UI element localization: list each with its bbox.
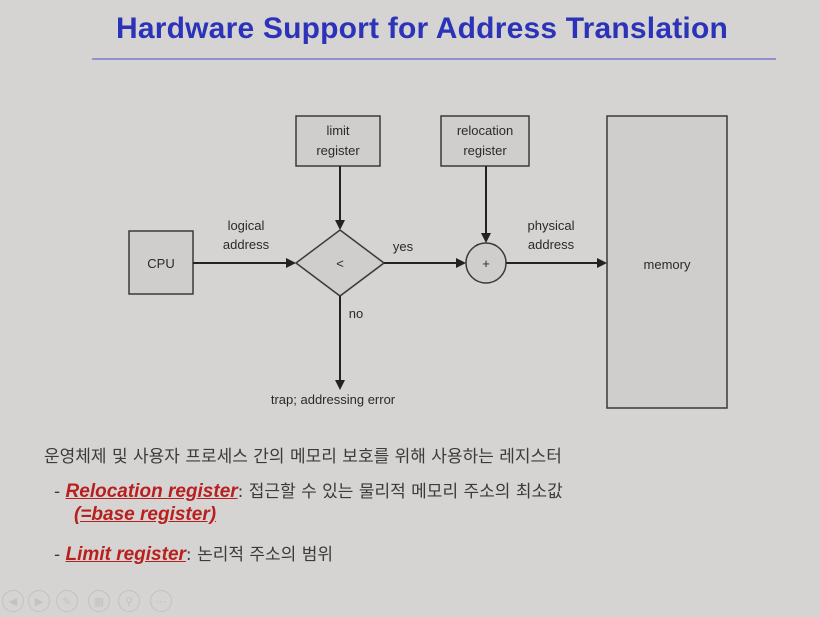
- physical-address-label-line2: address: [528, 237, 575, 252]
- note-colon: :: [237, 482, 244, 502]
- memory-label: memory: [644, 257, 691, 272]
- logical-address-label-line2: address: [223, 237, 270, 252]
- limit-register-label-line2: register: [316, 143, 360, 158]
- memory-box: [606, 115, 728, 409]
- adder-symbol: +: [482, 256, 490, 271]
- note-dash: -: [54, 482, 61, 502]
- note-item-relocation: - Relocation register: 접근할 수 있는 물리적 메모리 …: [54, 477, 563, 503]
- note-sub-term: (=base register): [74, 504, 217, 525]
- grid-icon[interactable]: ▦: [88, 590, 110, 612]
- pen-icon[interactable]: ✎: [56, 590, 78, 612]
- cpu-box: [128, 230, 194, 295]
- relocation-register-label-line2: register: [463, 143, 507, 158]
- note-term-limit: Limit register: [65, 544, 186, 565]
- note-colon: :: [185, 545, 192, 565]
- note-item-limit: - Limit register: 논리적 주소의 범위: [54, 540, 333, 566]
- yes-arrowhead: [456, 258, 466, 268]
- relocation-arrowhead: [481, 233, 491, 243]
- limit-register-box: [295, 115, 381, 167]
- zoom-icon[interactable]: ⚲: [118, 590, 140, 612]
- note-desc-relocation: 접근할 수 있는 물리적 메모리 주소의 최소값: [248, 482, 563, 502]
- logical-address-label-line1: logical: [228, 218, 265, 233]
- notes-intro: 운영체제 및 사용자 프로세스 간의 메모리 보호를 위해 사용하는 레지스터: [44, 447, 562, 467]
- more-icon[interactable]: ⋯: [150, 590, 172, 612]
- yes-label: yes: [393, 239, 414, 254]
- note-dash: -: [54, 545, 61, 565]
- forward-icon[interactable]: ▶: [28, 590, 50, 612]
- physical-address-label-line1: physical: [528, 218, 575, 233]
- no-arrowhead: [335, 380, 345, 390]
- note-desc-limit: 논리적 주소의 범위: [197, 545, 333, 565]
- logical-address-arrowhead: [286, 258, 296, 268]
- slide-title: Hardware Support for Address Translation: [116, 12, 728, 45]
- limit-register-label-line1: limit: [326, 123, 349, 138]
- physical-address-arrowhead: [597, 258, 607, 268]
- note-sub-relocation: (=base register): [74, 504, 216, 526]
- limit-arrowhead: [335, 220, 345, 230]
- note-term-relocation: Relocation register: [65, 481, 238, 502]
- trap-label: trap; addressing error: [271, 392, 396, 407]
- relocation-register-box: [440, 115, 530, 167]
- back-icon[interactable]: ◀: [2, 590, 24, 612]
- comparator-symbol: <: [336, 256, 344, 271]
- relocation-register-label-line1: relocation: [457, 123, 513, 138]
- title-underline: [92, 58, 776, 60]
- no-label: no: [349, 306, 363, 321]
- cpu-label: CPU: [147, 256, 174, 271]
